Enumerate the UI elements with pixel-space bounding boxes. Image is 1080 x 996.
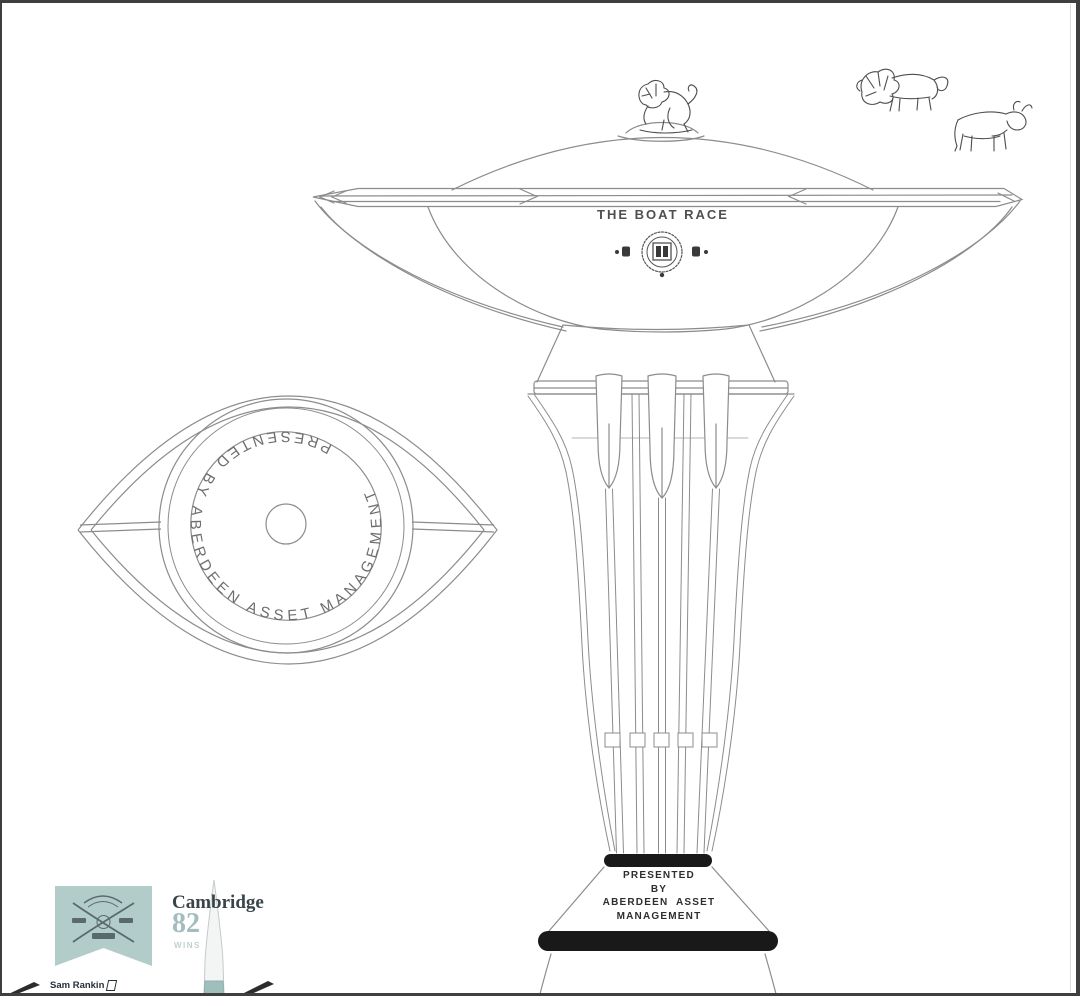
rim-band — [312, 187, 1024, 208]
foreground-oars — [4, 981, 274, 996]
wins-value: 82 — [172, 908, 200, 939]
trophy-side-view — [312, 79, 1024, 995]
boat-race-crest-icon — [615, 231, 708, 278]
boat-bow — [203, 879, 225, 996]
cambridge-pennant — [55, 886, 152, 966]
engraving-line-1: PRESENTED — [623, 870, 695, 881]
finial-pedestal-base — [617, 135, 705, 142]
bowl — [427, 206, 899, 333]
plan-inner-circle — [167, 407, 405, 645]
trophy-base — [538, 854, 778, 995]
crew-name: Sam Rankin — [50, 980, 118, 992]
right-oar — [238, 981, 274, 996]
bull-sketch-icon — [954, 100, 1033, 152]
page-border-bottom — [0, 993, 1080, 996]
lid-dome — [451, 136, 874, 191]
plan-eye-inner — [90, 406, 485, 654]
finial-pedestal — [625, 121, 699, 134]
handles — [314, 200, 1021, 332]
engraving-line-2: BY — [650, 883, 668, 895]
plan-left-tip-lines — [79, 521, 162, 533]
pennant-shape — [55, 886, 152, 966]
trophy-plan-view: PRESENTED BY ABERDEEN ASSET MANAGEMENT — [77, 395, 498, 665]
page-border-right — [1076, 0, 1080, 996]
oar-blades — [595, 373, 730, 499]
page-border-top — [0, 0, 1080, 3]
plan-view-ring-text: PRESENTED BY ABERDEEN ASSET MANAGEMENT — [187, 428, 381, 625]
plan-right-tip-lines — [411, 521, 495, 533]
engraving-line-3: ABERDEEN ASSET — [602, 897, 716, 908]
boat-bow-band — [203, 980, 225, 996]
wins-label: WINS — [174, 941, 201, 950]
page-border-left — [0, 0, 2, 996]
team-name: Cambridge — [172, 892, 264, 913]
neck — [536, 324, 776, 383]
stem-outer-profile — [527, 393, 795, 852]
bowl-label: THE BOAT RACE — [597, 207, 729, 222]
base-wide-bar — [538, 931, 778, 951]
plan-center-hole — [265, 503, 307, 545]
left-oar — [4, 982, 40, 996]
svg-text:PRESENTED BY ABERDEEN ASSET MA: PRESENTED BY ABERDEEN ASSET MANAGEMENT — [187, 428, 386, 625]
crossed-oars-emblem-icon — [72, 895, 135, 943]
cutoff-glyph — [106, 980, 118, 991]
left-tip-chevrons — [318, 190, 347, 204]
lid-chevron-right — [787, 188, 807, 205]
column-divider-line — [1070, 4, 1071, 992]
plan-outer-circle — [158, 398, 414, 654]
base-top-bar — [604, 854, 712, 867]
oar-sleeves — [604, 732, 718, 748]
lid-chevron-left — [519, 188, 539, 205]
lion-sketch-icon — [856, 68, 949, 112]
plan-eye-outer — [77, 395, 498, 665]
engraving-line-4: MANAGEMENT — [616, 910, 702, 922]
crew-name-text: Sam Rankin — [50, 980, 105, 992]
base-engraving: PRESENTED BY ABERDEEN ASSET MANAGEMENT — [559, 869, 759, 923]
oar-shafts — [605, 393, 720, 854]
lion-finial-sketch-icon — [638, 79, 698, 134]
